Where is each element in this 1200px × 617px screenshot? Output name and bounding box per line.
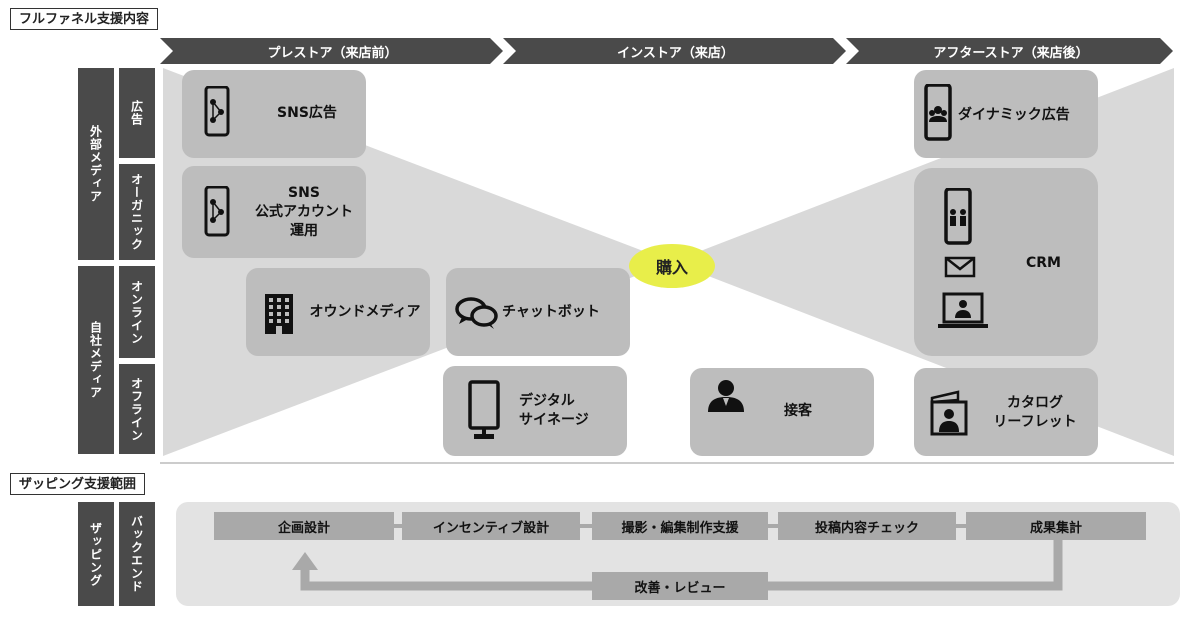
card-catalog: カタログ リーフレット — [914, 368, 1098, 456]
row-label-offline: オフライン — [119, 364, 155, 454]
card-customer-service-label: 接客 — [784, 403, 812, 419]
smartphone-network-icon — [204, 186, 230, 237]
purchase-node: 購入 — [629, 244, 715, 288]
step-production-support: 撮影・編集制作支援 — [592, 512, 768, 540]
step-results: 成果集計 — [966, 512, 1146, 540]
card-digital-signage-label: デジタル サイネージ — [519, 393, 589, 428]
person-icon — [708, 380, 744, 412]
group-external-media: 外部メディア — [78, 68, 114, 260]
row-label-backend: バックエンド — [119, 502, 155, 606]
card-owned-media: オウンドメディア — [246, 268, 430, 356]
envelope-icon — [944, 256, 976, 278]
card-crm-label: CRM — [1026, 255, 1061, 271]
feedback-loop-arrowhead — [292, 552, 318, 570]
card-dynamic-ad-label: ダイナミック広告 — [958, 107, 1070, 123]
card-sns-account-label: SNS 公式アカウント 運用 — [255, 185, 353, 239]
stage-label-after: アフターストア（来店後） — [933, 45, 1089, 61]
step-planning: 企画設計 — [214, 512, 394, 540]
stage-arrow-in — [503, 38, 846, 64]
card-dynamic-ad: ダイナミック広告 — [914, 70, 1098, 158]
card-catalog-label: カタログ リーフレット — [993, 395, 1077, 430]
smartphone-family-icon — [944, 188, 972, 245]
smartphone-people-icon — [924, 84, 952, 141]
zapping-section-title: ザッピング支援範囲 — [10, 473, 146, 495]
card-chatbot-label: チャットボット — [502, 304, 600, 320]
catalog-icon — [930, 390, 968, 436]
step-improvement-review: 改善・レビュー — [592, 572, 768, 600]
card-crm: CRM — [914, 168, 1098, 356]
card-customer-service: 接客 — [690, 368, 874, 456]
card-chatbot: チャットボット — [446, 268, 630, 356]
chat-bubbles-icon — [455, 297, 498, 329]
stage-arrow-after — [846, 38, 1173, 64]
signage-icon — [468, 380, 500, 439]
step-post-check: 投稿内容チェック — [778, 512, 956, 540]
group-zapping: ザッピング — [78, 502, 114, 606]
card-digital-signage: デジタル サイネージ — [443, 366, 627, 456]
full-funnel-section-title: フルファネル支援内容 — [10, 8, 159, 30]
card-owned-media-label: オウンドメディア — [309, 304, 421, 320]
card-sns-ad-label: SNS広告 — [277, 105, 337, 121]
row-label-ad: 広告 — [119, 68, 155, 158]
group-owned-media: 自社メディア — [78, 266, 114, 454]
smartphone-network-icon — [204, 86, 230, 137]
card-sns-account: SNS 公式アカウント 運用 — [182, 166, 366, 258]
stage-label-in: インストア（来店） — [617, 45, 734, 61]
building-icon — [265, 294, 293, 334]
stage-label-pre: プレストア（来店前） — [267, 45, 398, 61]
stage-arrow-pre — [160, 38, 503, 64]
step-incentive-design: インセンティブ設計 — [402, 512, 580, 540]
card-sns-ad: SNS広告 — [182, 70, 366, 158]
laptop-person-icon — [938, 292, 988, 328]
row-label-organic: オーガニック — [119, 164, 155, 260]
funnel-left — [163, 68, 672, 456]
row-label-online: オンライン — [119, 266, 155, 358]
